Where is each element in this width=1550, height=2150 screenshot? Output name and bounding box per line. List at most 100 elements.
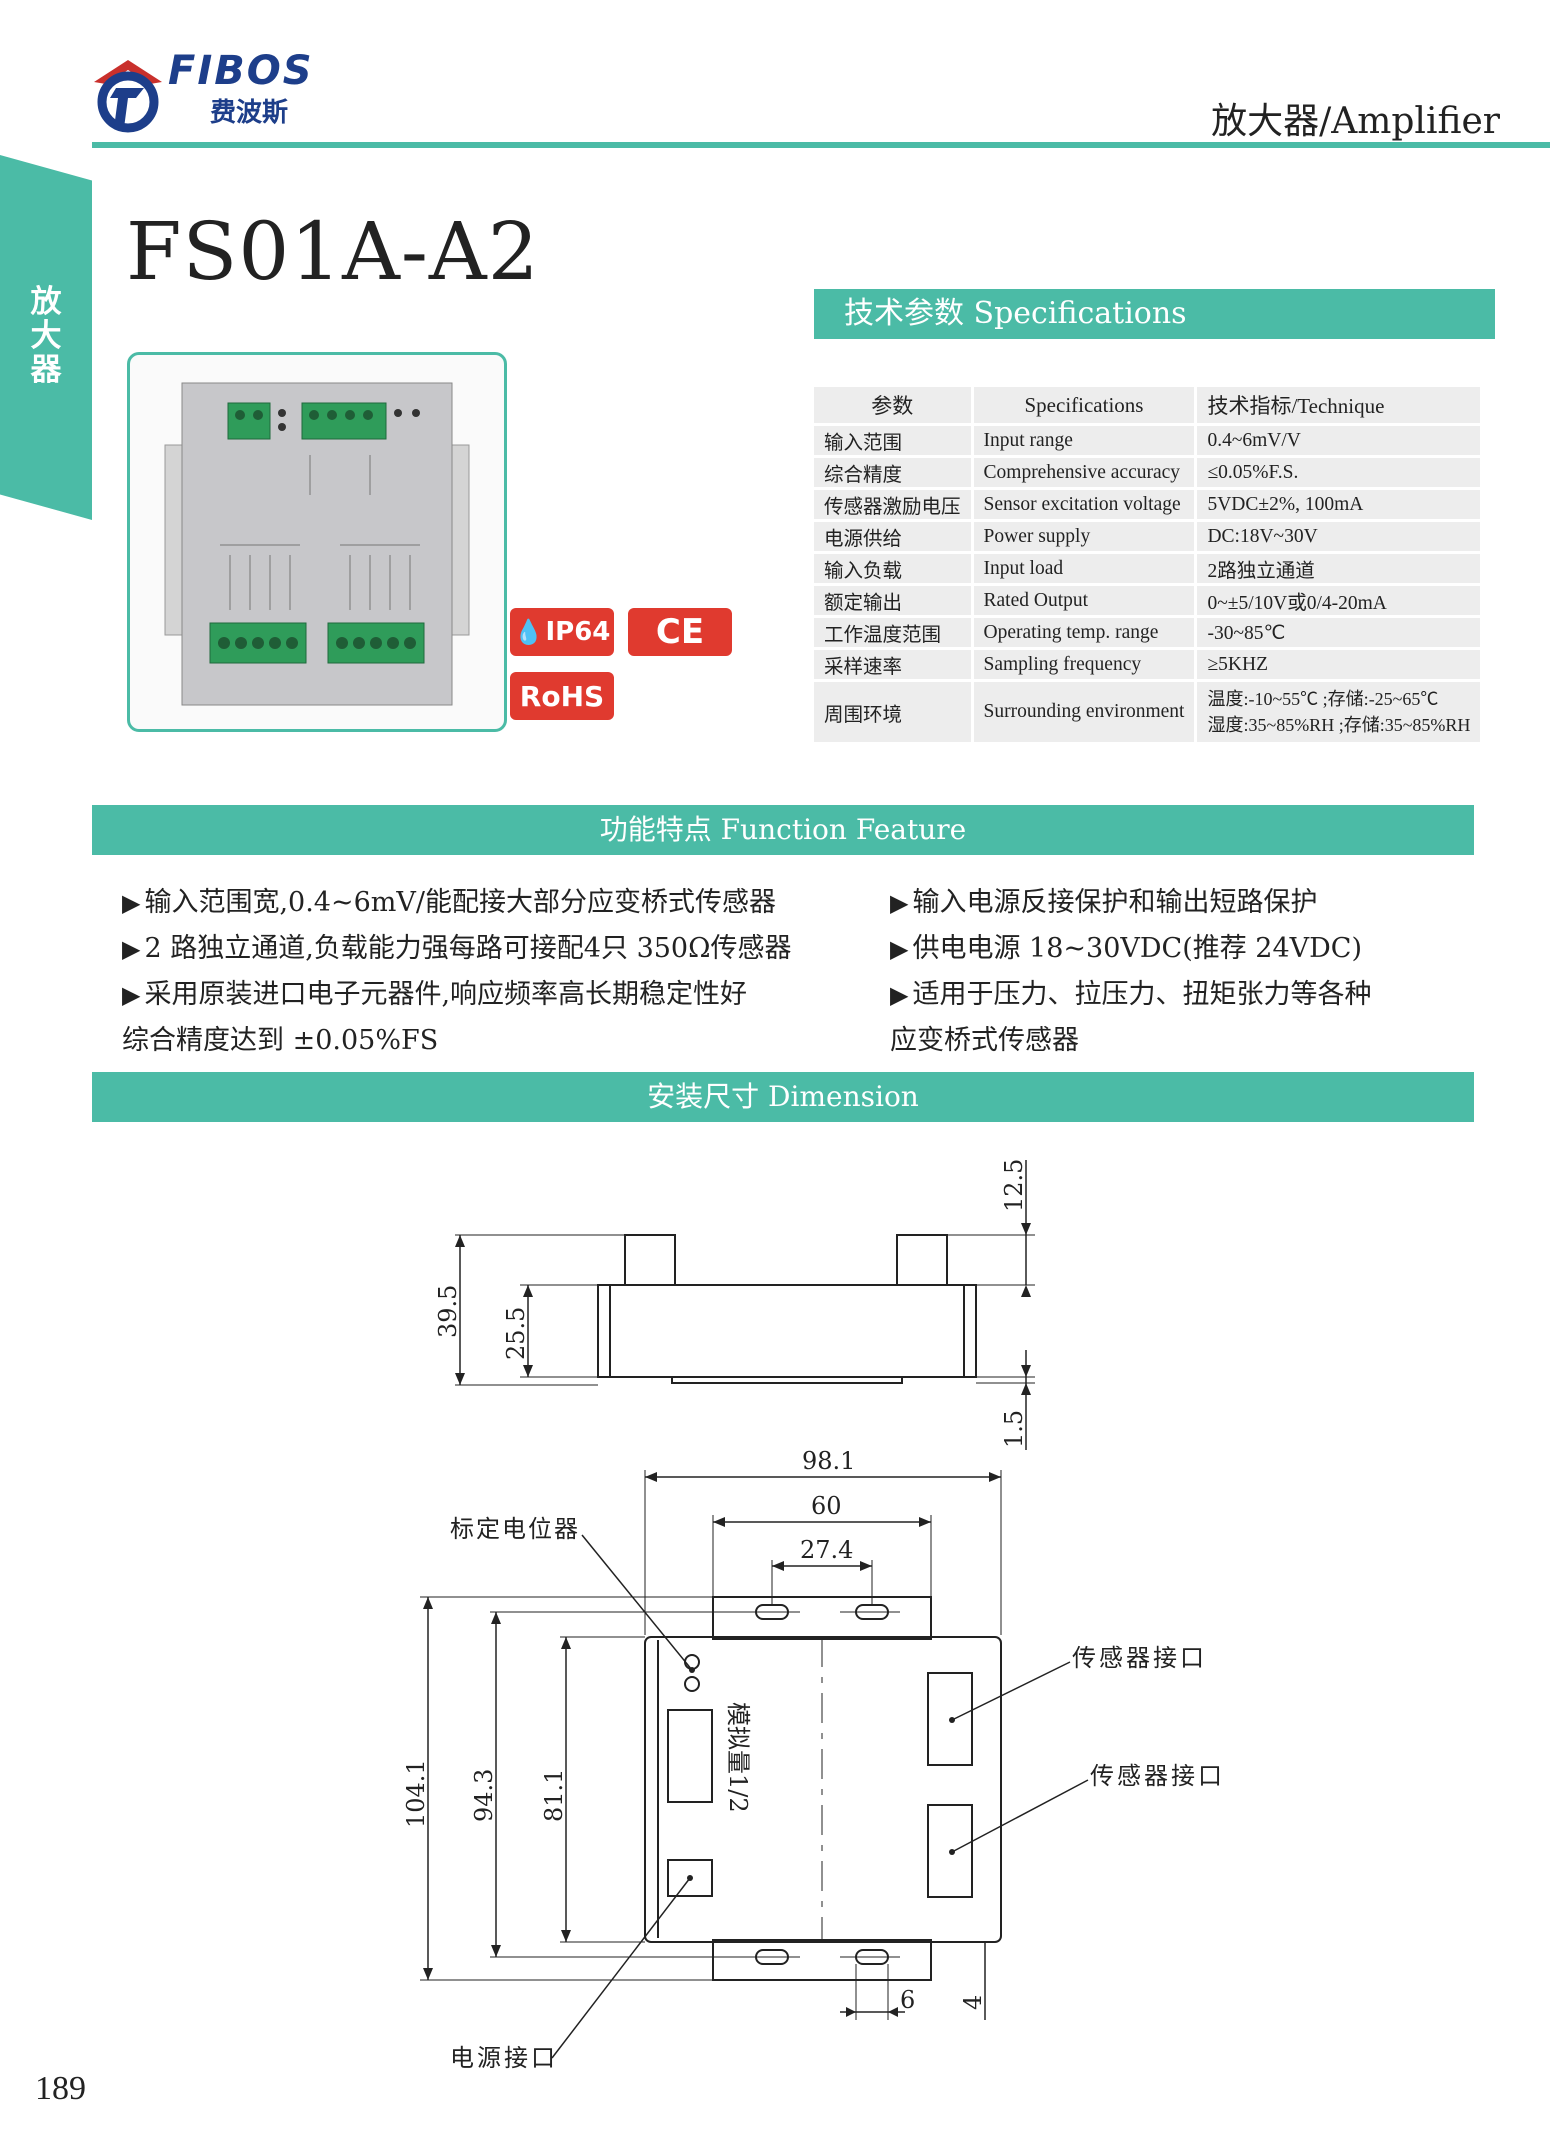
spec-value: 0~±5/10V或0/4-20mA <box>1197 586 1481 615</box>
label-calibration-potentiometer: 标定电位器 <box>450 1515 580 1543</box>
rohs-badge: RoHS <box>510 672 614 720</box>
spec-name: Rated Output <box>973 586 1198 615</box>
spec-param: 采样速率 <box>814 650 974 679</box>
dimension-section-title: 安装尺寸 Dimension <box>92 1072 1474 1122</box>
bullet-triangle-icon: ▶ <box>122 981 141 1009</box>
water-drop-icon: 💧 <box>513 618 544 646</box>
list-item: ▶2 路独立通道,负载能力强每路可接配4只 350Ω传感器 <box>122 926 792 972</box>
side-tab-label: 放大器 <box>30 284 62 388</box>
spec-table: 参数 Specifications 技术指标/Technique 输入范围 In… <box>814 384 1481 745</box>
ce-badge: CE <box>628 608 732 656</box>
spec-param: 传感器激励电压 <box>814 490 974 519</box>
spec-value: 0.4~6mV/V <box>1197 426 1481 455</box>
feature-list-right: ▶输入电源反接保护和输出短路保护 ▶供电电源 18~30VDC(推荐 24VDC… <box>890 880 1371 1063</box>
spec-section-title: 技术参数 Specifications <box>814 289 1495 339</box>
spec-header-tech: 技术指标/Technique <box>1197 387 1481 423</box>
spec-param: 输入负载 <box>814 554 974 583</box>
table-row: 综合精度 Comprehensive accuracy ≤0.05%F.S. <box>814 458 1481 487</box>
feature-text: 输入范围宽,0.4~6mV/能配接大部分应变桥式传感器 <box>144 887 776 918</box>
table-row: 电源供给 Power supply DC:18V~30V <box>814 522 1481 551</box>
dim-60: 60 <box>811 1492 842 1520</box>
spec-param: 周围环境 <box>814 682 974 742</box>
header-category: 放大器/Amplifier <box>1211 101 1500 142</box>
list-item: ▶供电电源 18~30VDC(推荐 24VDC) <box>890 926 1371 972</box>
spec-name: Comprehensive accuracy <box>973 458 1198 487</box>
label-power-port: 电源接口 <box>450 2044 558 2072</box>
spec-value-env: 温度:-10~55℃ ;存储:-25~65℃ 湿度:35~85%RH ;存储:3… <box>1197 682 1481 742</box>
dim-94-3: 94.3 <box>470 1769 498 1822</box>
spec-name: Sampling frequency <box>973 650 1198 679</box>
list-item: ▶适用于压力、拉压力、扭矩张力等各种 <box>890 972 1371 1018</box>
feature-text: 采用原装进口电子元器件,响应频率高长期稳定性好 <box>144 979 748 1010</box>
logo-cn: 费波斯 <box>210 98 289 128</box>
spec-param: 电源供给 <box>814 522 974 551</box>
brand-logo: FIBOS 费波斯 <box>88 48 312 138</box>
table-row: 输入负载 Input load 2路独立通道 <box>814 554 1481 583</box>
dim-98-1: 98.1 <box>802 1447 855 1475</box>
spec-name: Operating temp. range <box>973 618 1198 647</box>
bullet-triangle-icon: ▶ <box>890 935 909 963</box>
feature-continuation: 应变桥式传感器 <box>890 1025 1079 1056</box>
spec-name: Sensor excitation voltage <box>973 490 1198 519</box>
table-row: 工作温度范围 Operating temp. range -30~85℃ <box>814 618 1481 647</box>
spec-value: 5VDC±2%, 100mA <box>1197 490 1481 519</box>
feature-continuation: 综合精度达到 ±0.05%FS <box>122 1025 439 1056</box>
logo-wordmark: FIBOS <box>168 48 314 94</box>
env-humidity: 湿度:35~85%RH ;存储:35~85%RH <box>1207 715 1471 735</box>
spec-header-row: 参数 Specifications 技术指标/Technique <box>814 387 1481 423</box>
spec-name: Input range <box>973 426 1198 455</box>
spec-value: 2路独立通道 <box>1197 554 1481 583</box>
spec-param: 额定输出 <box>814 586 974 615</box>
side-tab <box>0 155 92 520</box>
page-number: 189 <box>35 2070 86 2107</box>
list-item: ▶输入范围宽,0.4~6mV/能配接大部分应变桥式传感器 <box>122 880 792 926</box>
label-analog-output: 模拟量1/2 <box>724 1702 752 1813</box>
amplifier-module-image <box>164 382 470 706</box>
spec-param: 输入范围 <box>814 426 974 455</box>
feature-list-left: ▶输入范围宽,0.4~6mV/能配接大部分应变桥式传感器 ▶2 路独立通道,负载… <box>122 880 792 1063</box>
model-title: FS01A-A2 <box>126 205 540 298</box>
header-divider <box>92 142 1550 148</box>
logo-mark-icon <box>94 60 162 133</box>
dim-1-5: 1.5 <box>1000 1410 1028 1448</box>
spec-title-text: 技术参数 Specifications <box>844 296 1187 331</box>
spec-header-spec: Specifications <box>973 387 1198 423</box>
spec-header-param: 参数 <box>814 387 974 423</box>
spec-value: ≤0.05%F.S. <box>1197 458 1481 487</box>
dim-12-5: 12.5 <box>1000 1159 1028 1212</box>
env-temperature: 温度:-10~55℃ ;存储:-25~65℃ <box>1207 689 1439 709</box>
feature-text: 供电电源 18~30VDC(推荐 24VDC) <box>912 933 1363 964</box>
bullet-triangle-icon: ▶ <box>890 981 909 1009</box>
dim-39-5: 39.5 <box>434 1285 462 1338</box>
bullet-triangle-icon: ▶ <box>890 889 909 917</box>
dim-81-1: 81.1 <box>540 1769 568 1822</box>
dim-104-1: 104.1 <box>402 1759 430 1828</box>
dim-27-4: 27.4 <box>800 1536 853 1564</box>
feature-section-title: 功能特点 Function Feature <box>92 805 1474 855</box>
spec-param: 综合精度 <box>814 458 974 487</box>
feature-text: 输入电源反接保护和输出短路保护 <box>912 887 1318 918</box>
spec-name: Input load <box>973 554 1198 583</box>
dim-4: 4 <box>959 1995 987 2010</box>
spec-value: DC:18V~30V <box>1197 522 1481 551</box>
feature-text: 2 路独立通道,负载能力强每路可接配4只 350Ω传感器 <box>144 933 792 964</box>
ip64-label: IP64 <box>545 617 611 647</box>
spec-name: Power supply <box>973 522 1198 551</box>
spec-param: 工作温度范围 <box>814 618 974 647</box>
table-row: 输入范围 Input range 0.4~6mV/V <box>814 426 1481 455</box>
bullet-triangle-icon: ▶ <box>122 889 141 917</box>
list-item: ▶采用原装进口电子元器件,响应频率高长期稳定性好 <box>122 972 792 1018</box>
table-row: 采样速率 Sampling frequency ≥5KHZ <box>814 650 1481 679</box>
spec-name: Surrounding environment <box>973 682 1198 742</box>
bullet-triangle-icon: ▶ <box>122 935 141 963</box>
ip64-badge: 💧 IP64 <box>510 608 614 656</box>
dim-6: 6 <box>900 1986 915 2014</box>
table-row: 额定输出 Rated Output 0~±5/10V或0/4-20mA <box>814 586 1481 615</box>
label-sensor-port-2: 传感器接口 <box>1090 1762 1225 1790</box>
table-row: 传感器激励电压 Sensor excitation voltage 5VDC±2… <box>814 490 1481 519</box>
list-item: ▶输入电源反接保护和输出短路保护 <box>890 880 1371 926</box>
table-row: 周围环境 Surrounding environment 温度:-10~55℃ … <box>814 682 1481 742</box>
product-photo <box>127 352 507 732</box>
dim-25-5: 25.5 <box>502 1307 530 1360</box>
feature-text: 适用于压力、拉压力、扭矩张力等各种 <box>912 979 1372 1010</box>
